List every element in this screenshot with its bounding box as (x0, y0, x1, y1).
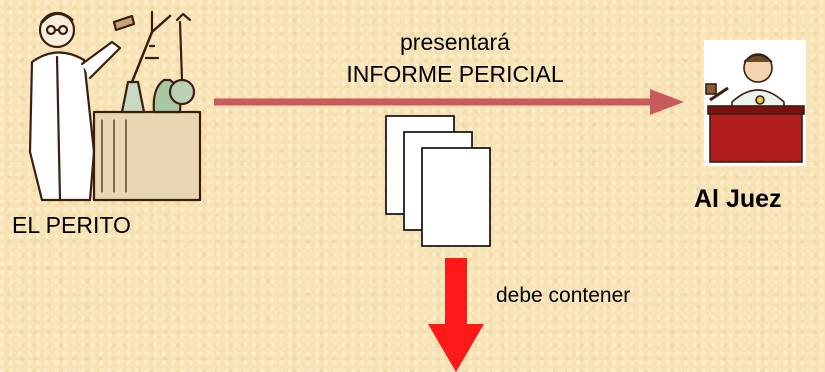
expert-label: EL PERITO (12, 212, 131, 238)
scientist-clipart (28, 10, 202, 202)
horizontal-arrow (214, 89, 684, 115)
arrow-label: presentará INFORME PERICIAL (300, 26, 610, 90)
judge-label: Al Juez (694, 185, 782, 213)
down-arrow-label: debe contener (496, 284, 631, 307)
documents-icon (385, 115, 491, 247)
arrow-label-bottom: INFORME PERICIAL (346, 61, 564, 87)
down-arrow (428, 258, 484, 372)
judge-clipart (704, 40, 806, 166)
arrow-label-top: presentará (400, 29, 510, 55)
